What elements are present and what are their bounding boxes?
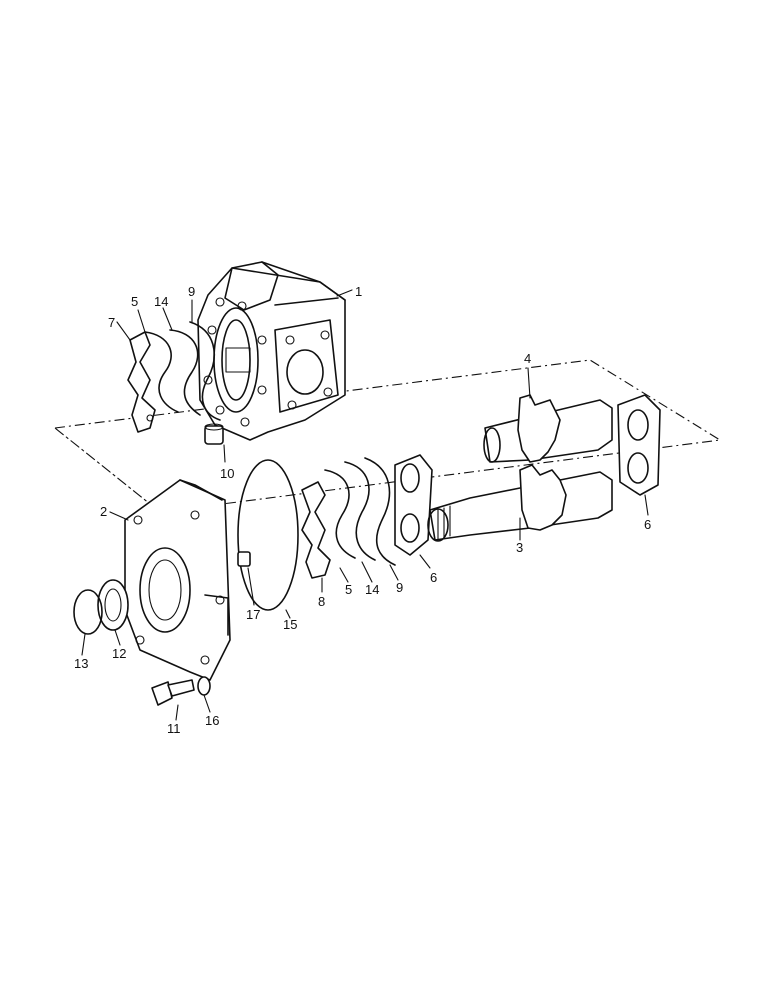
leader-lines — [81, 289, 649, 721]
driven-gear-4 — [483, 394, 613, 463]
callout-6-left: 6 — [430, 570, 437, 585]
callout-16: 16 — [205, 713, 219, 728]
callout-2: 2 — [100, 504, 107, 519]
dowel-pin-10 — [204, 423, 224, 445]
callout-15: 15 — [283, 617, 297, 632]
callout-1: 1 — [355, 284, 362, 299]
callout-12: 12 — [112, 646, 126, 661]
callout-7: 7 — [108, 315, 115, 330]
callout-11: 11 — [167, 721, 181, 736]
dowel-pin-17 — [237, 551, 251, 567]
callout-4: 4 — [524, 351, 531, 366]
lower-seal-set — [301, 457, 396, 579]
callout-9-upper: 9 — [188, 284, 195, 299]
callout-13: 13 — [74, 656, 88, 671]
seal-12 — [97, 579, 129, 631]
callout-3: 3 — [516, 540, 523, 555]
washer-16 — [197, 676, 211, 696]
retaining-ring-13 — [73, 589, 103, 635]
callout-5-lower: 5 — [345, 582, 352, 597]
callout-9-lower: 9 — [396, 580, 403, 595]
callout-17: 17 — [246, 607, 260, 622]
callout-10: 10 — [220, 466, 234, 481]
alignment-boundary — [53, 359, 722, 513]
upper-seal-set — [127, 321, 221, 433]
callout-6-right: 6 — [644, 517, 651, 532]
callout-14-lower: 14 — [365, 582, 379, 597]
wear-plate-left — [394, 454, 433, 556]
drive-gear-shaft-3 — [427, 464, 613, 542]
callout-5-upper: 5 — [131, 294, 138, 309]
front-cover-flange — [124, 479, 231, 681]
pump-body-housing — [197, 261, 346, 441]
callout-14-upper: 14 — [154, 294, 168, 309]
callout-8: 8 — [318, 594, 325, 609]
o-ring-15 — [237, 459, 299, 611]
bolt-11 — [151, 679, 195, 706]
wear-plate-right — [617, 394, 661, 496]
